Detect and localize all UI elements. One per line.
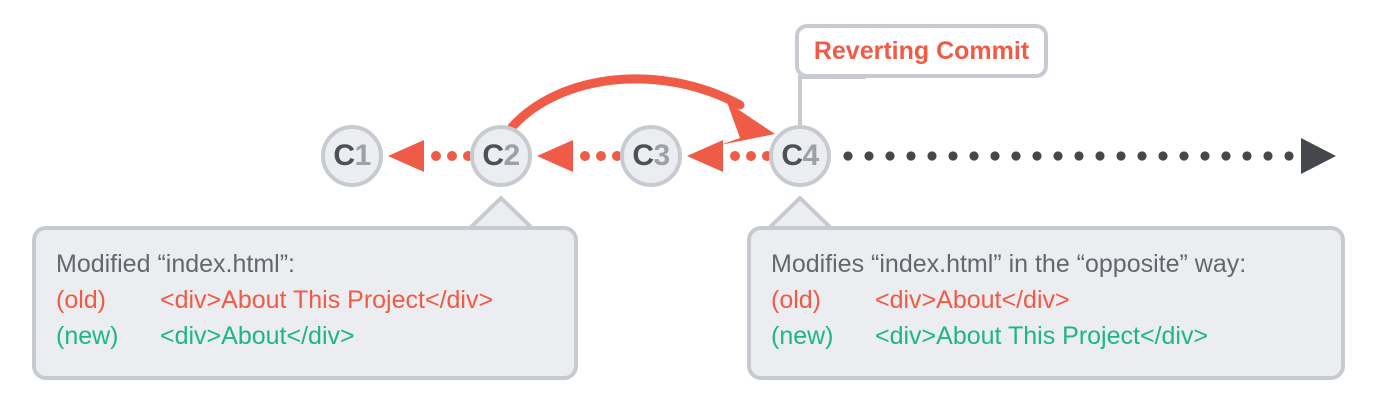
note-title: Modifies “index.html” in the “opposite” … — [771, 250, 1247, 278]
timeline-dotted-line — [843, 151, 1294, 161]
note-row-new: (new) <div>About</div> — [56, 318, 554, 354]
commit-number: 4 — [802, 139, 819, 172]
revert-arc-arrow — [507, 74, 775, 145]
note-box-c4[interactable]: Modifies “index.html” in the “opposite” … — [747, 226, 1345, 380]
note-row-code: <div>About This Project</div> — [160, 286, 494, 314]
note-row-old: (old) <div>About</div> — [771, 282, 1321, 318]
timeline-arrowhead-icon — [1301, 138, 1336, 174]
note-row-label: (new) — [56, 322, 119, 350]
note-row-label: (old) — [771, 286, 822, 314]
parent-link-c4-c3 — [687, 140, 772, 172]
note-row-label: (new) — [771, 322, 834, 350]
parent-link-c3-c2 — [537, 140, 622, 172]
note-row-code: <div>About This Project</div> — [875, 322, 1209, 350]
commit-letter: C — [781, 139, 803, 172]
note-row-label: (old) — [56, 286, 107, 314]
commit-letter: C — [333, 139, 355, 172]
note-title: Modified “index.html”: — [56, 250, 295, 278]
note-row-code: <div>About</div> — [160, 322, 355, 350]
parent-link-c2-c1 — [388, 140, 473, 172]
commit-number: 1 — [354, 139, 371, 172]
commit-letter: C — [482, 139, 504, 172]
note-row-new: (new) <div>About This Project</div> — [771, 318, 1321, 354]
callout-label: Reverting Commit — [813, 36, 1030, 65]
note-row-old: (old) <div>About This Project</div> — [56, 282, 554, 318]
commit-letter: C — [632, 139, 654, 172]
note-row-code: <div>About</div> — [875, 286, 1070, 314]
reverting-commit-callout[interactable]: Reverting Commit — [795, 24, 1048, 78]
note-box-c2[interactable]: Modified “index.html”: (old) <div>About … — [32, 226, 578, 380]
commit-number: 3 — [653, 139, 670, 172]
commit-number: 2 — [503, 139, 520, 172]
callout-tail — [798, 75, 866, 126]
